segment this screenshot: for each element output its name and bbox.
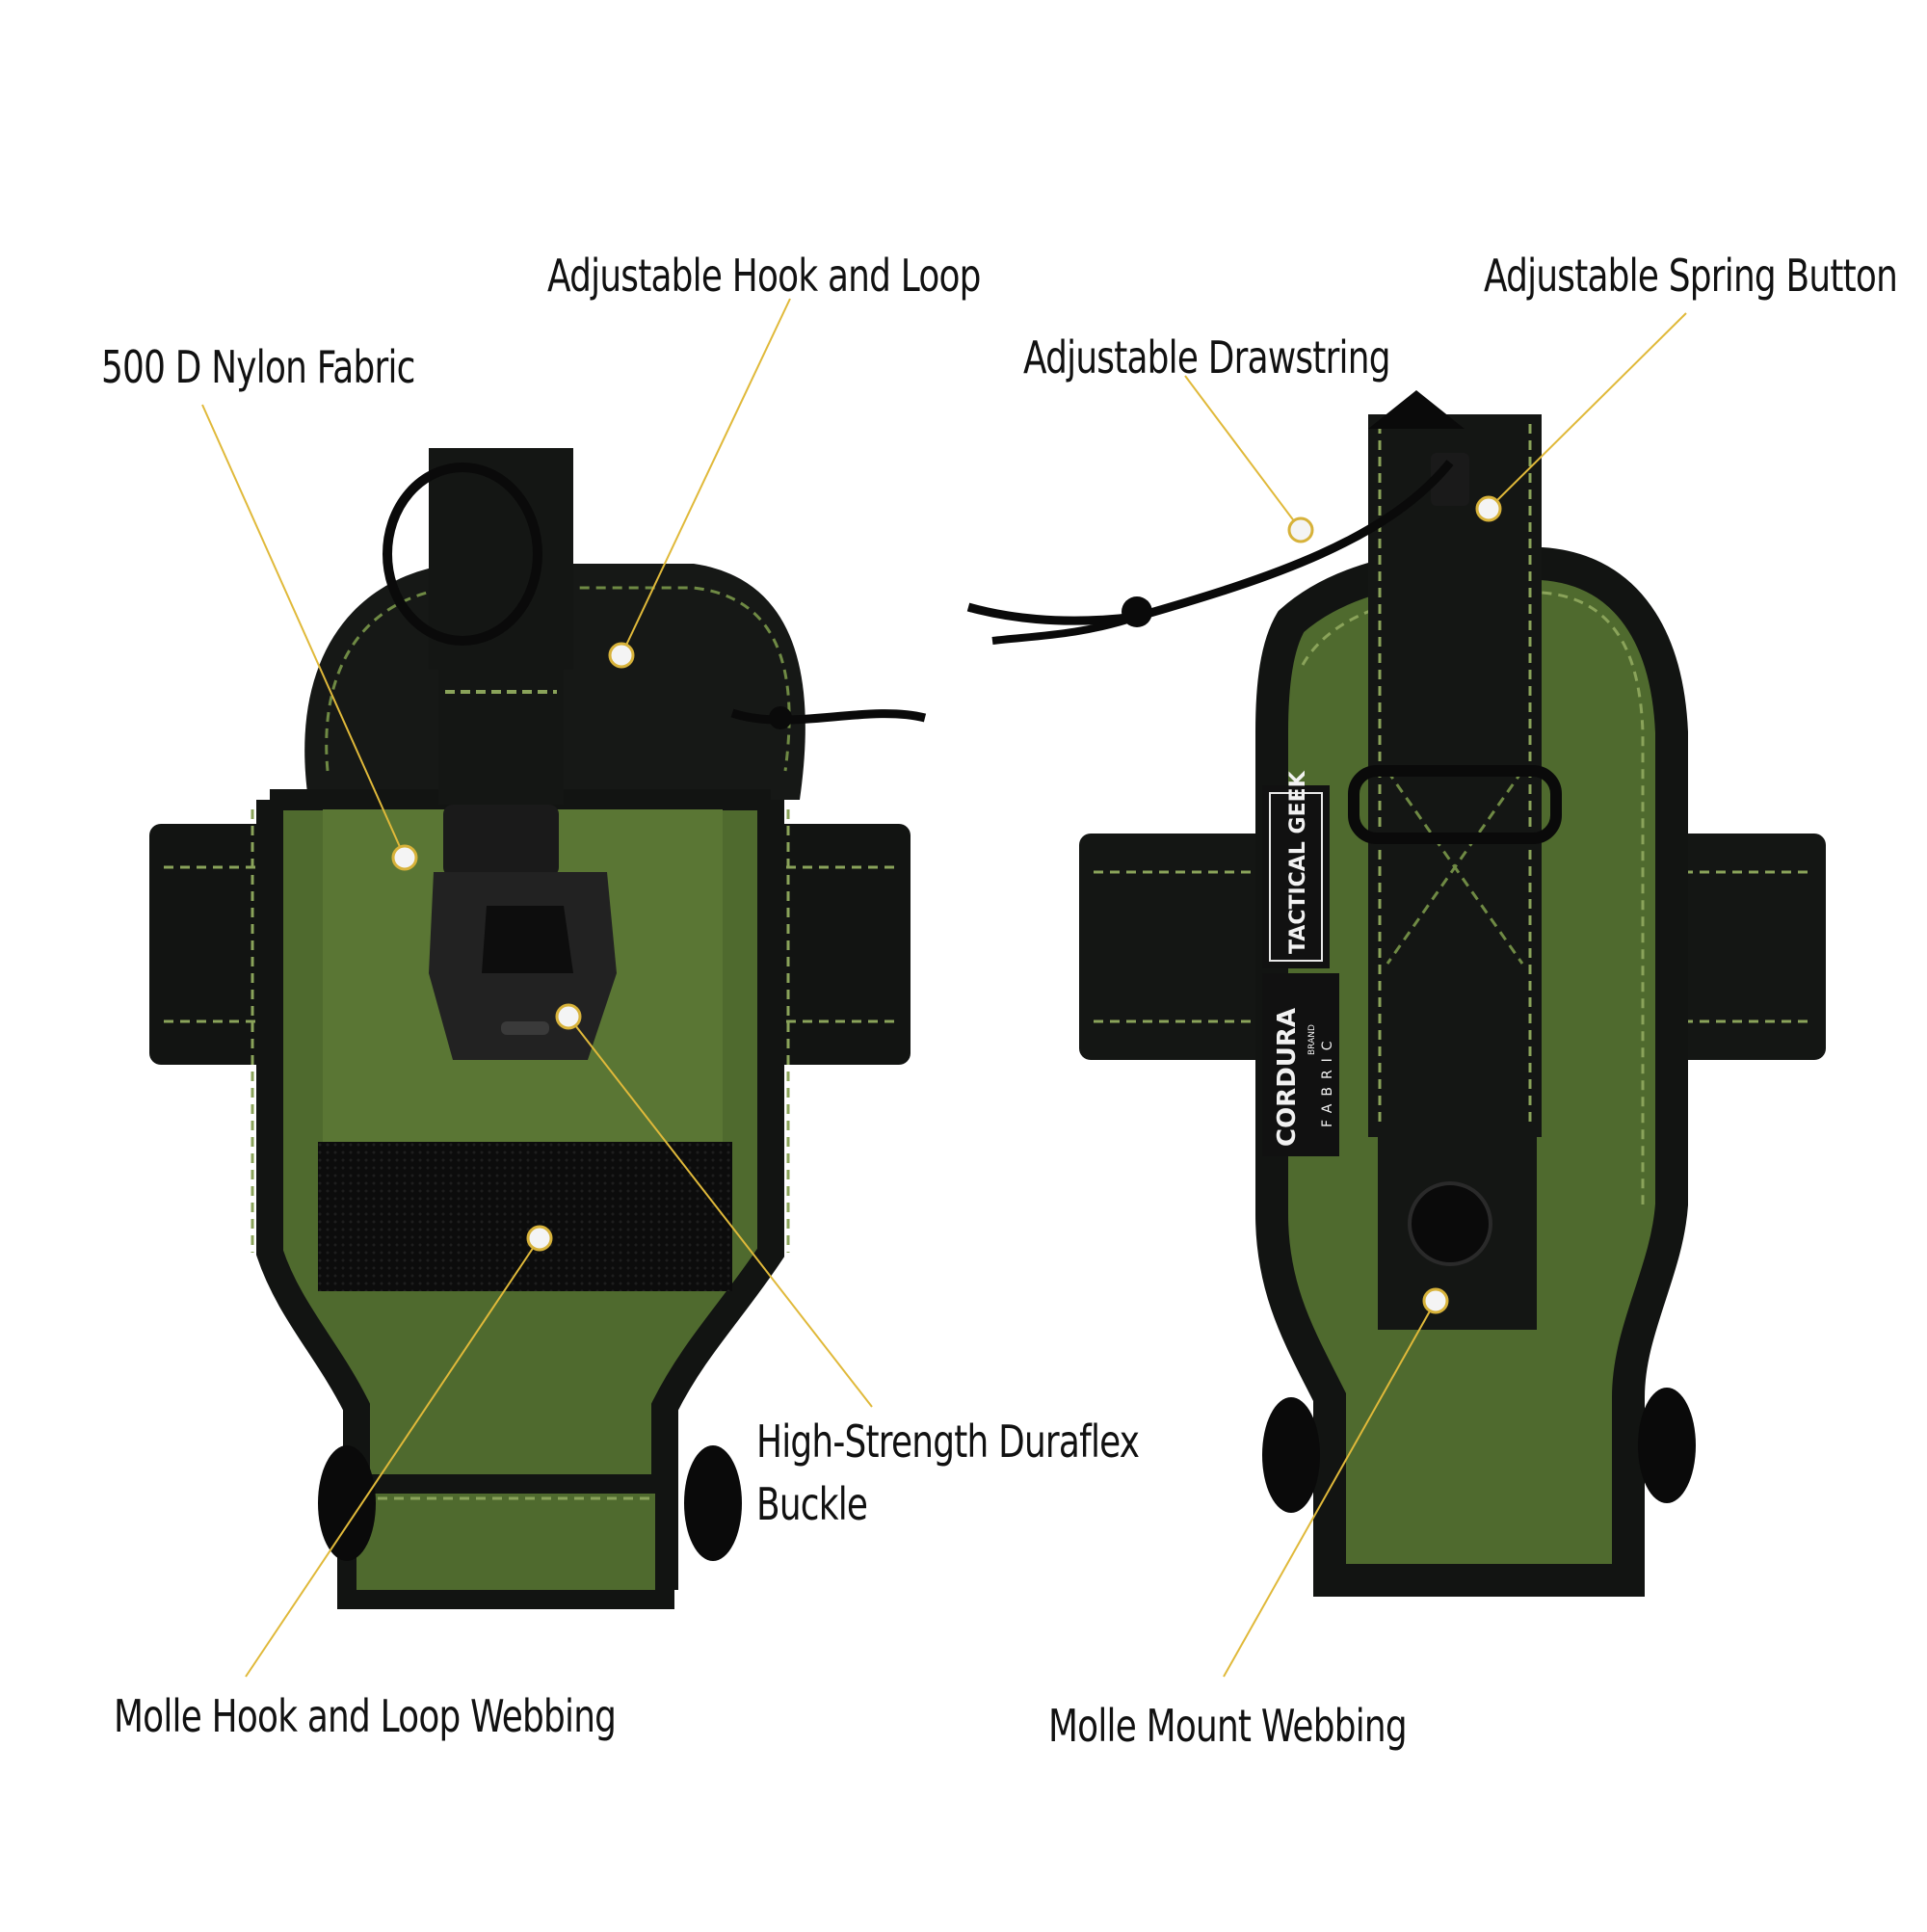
nylon-dot [391, 844, 418, 871]
front-pouch [149, 448, 927, 1609]
front-bottom-loop [337, 1474, 674, 1609]
label-spring-button: Adjustable Spring Button [1484, 250, 1898, 302]
tactical-geek-tag: TACTICAL GEEK [1262, 770, 1330, 968]
label-buckle-line2: Buckle [756, 1478, 868, 1530]
tag-brand-text: TACTICAL GEEK [1286, 770, 1310, 954]
cordura-tag: CORDURA BRAND FABRIC [1262, 973, 1339, 1156]
cordura-text: CORDURA [1273, 1008, 1302, 1147]
back-drawstring [966, 460, 1454, 625]
front-drawstring [730, 708, 927, 725]
callout-dots [391, 495, 1502, 1314]
spring-cord-lock [1431, 453, 1469, 506]
back-d-ring [1348, 765, 1562, 844]
label-hook-and-loop: Adjustable Hook and Loop [547, 250, 981, 302]
cordura-sub-text: BRAND [1307, 1024, 1317, 1055]
front-right-snap [684, 1445, 742, 1561]
drawstring-dot [1287, 516, 1314, 543]
hook-loop-patch [318, 1142, 732, 1291]
label-drawstring: Adjustable Drawstring [1023, 331, 1390, 384]
label-nylon-fabric: 500 D Nylon Fabric [101, 341, 415, 393]
back-pouch: TACTICAL GEEK CORDURA BRAND FABRIC [966, 390, 1826, 1597]
hook-loop-dot [608, 642, 635, 669]
front-elastic-loop [383, 463, 542, 646]
label-molle-mount: Molle Mount Webbing [1048, 1700, 1408, 1752]
front-left-snap [318, 1445, 376, 1561]
spring-snap-button [1408, 1181, 1492, 1266]
buckle-dot [555, 1003, 582, 1030]
spring-button-dot [1475, 495, 1502, 522]
molle-hook-dot [526, 1225, 553, 1252]
cordura-fabric-text: FABRIC [1320, 1033, 1335, 1127]
label-buckle-line1: High-Strength Duraflex [756, 1416, 1140, 1468]
molle-mount-dot [1422, 1287, 1449, 1314]
label-molle-hook-loop: Molle Hook and Loop Webbing [114, 1690, 617, 1742]
callout-leaders [201, 298, 1687, 1678]
